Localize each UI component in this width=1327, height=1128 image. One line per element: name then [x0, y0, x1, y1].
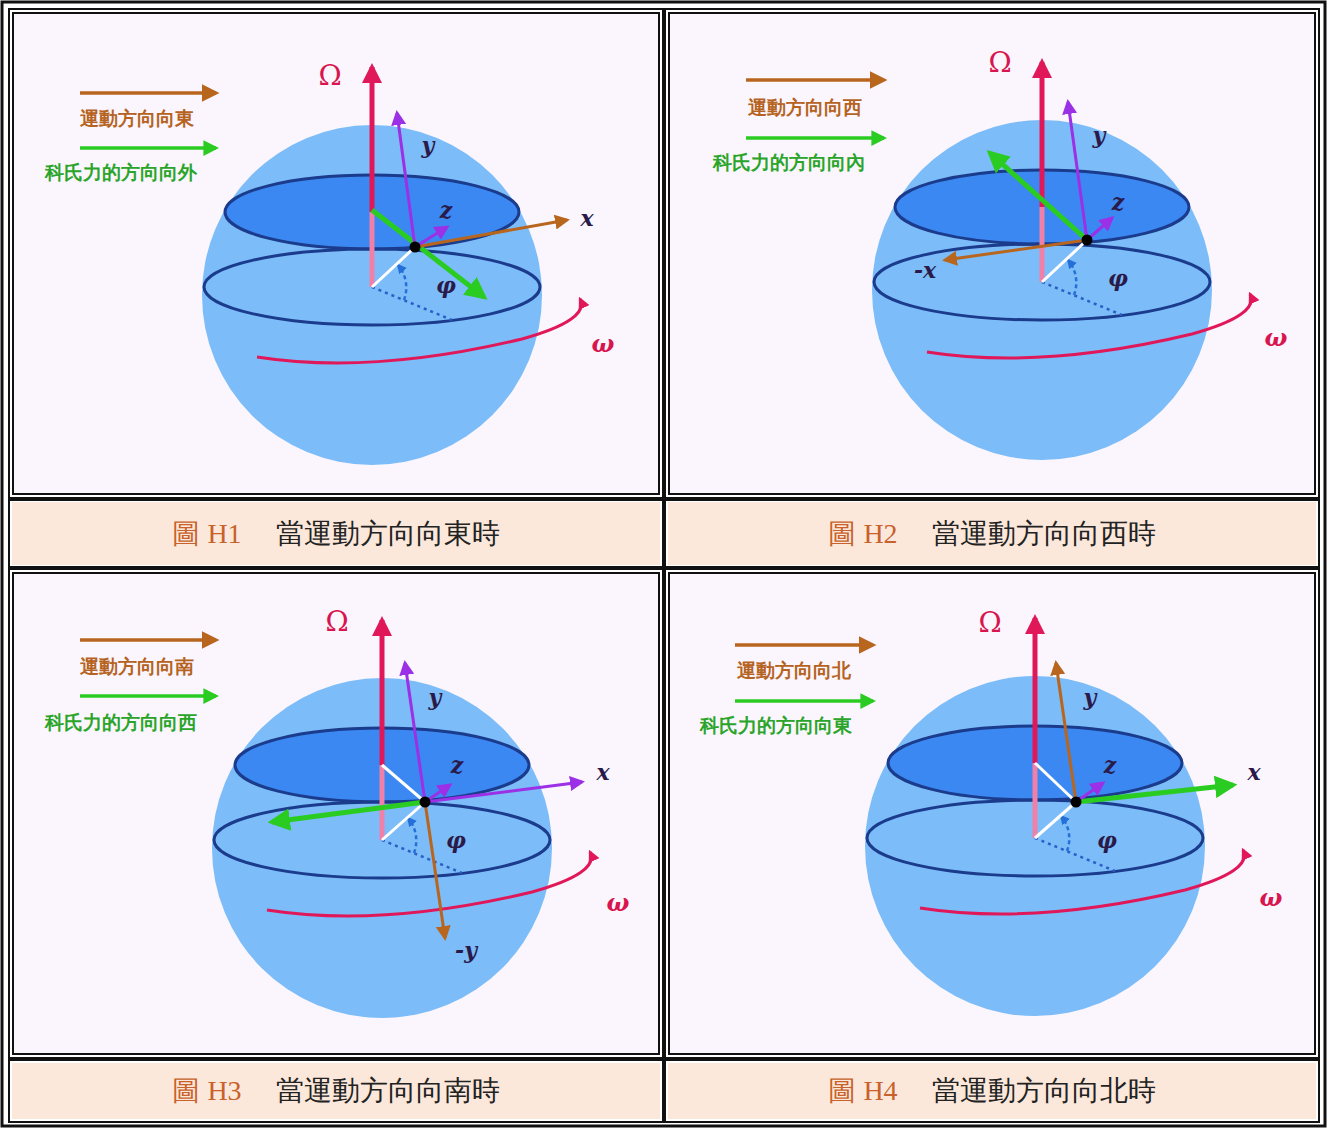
legend-text: 運動方向向東: [80, 106, 194, 132]
vector-label: -x: [914, 257, 936, 283]
figure-number: 圖 H1: [172, 515, 241, 553]
caption-band: 圖 H1 當運動方向向東時: [12, 502, 660, 565]
rotation-label: ω: [592, 329, 615, 358]
vector-label: z: [451, 752, 464, 778]
vector-label: φ: [1097, 827, 1117, 853]
caption-band: 圖 H3 當運動方向向南時: [12, 1063, 660, 1119]
vector-label: y: [429, 684, 442, 710]
caption-text: 當運動方向向西時: [932, 515, 1156, 553]
legend-text: 科氏力的方向向內: [713, 150, 865, 176]
vector-label: φ: [436, 272, 456, 298]
vector-label: -y: [455, 937, 477, 963]
vector-label: x: [596, 759, 609, 785]
vector-label: y: [1084, 684, 1097, 710]
rotation-label: ω: [1265, 323, 1288, 352]
legend-text: 運動方向向南: [80, 654, 194, 680]
vector-label: y: [422, 132, 435, 158]
caption-band: 圖 H4 當運動方向向北時: [668, 1063, 1316, 1119]
axis-label: Ω: [978, 606, 1001, 639]
figure-number: 圖 H2: [828, 515, 897, 553]
caption-text: 當運動方向向東時: [276, 515, 500, 553]
legend-text: 運動方向向北: [737, 658, 851, 684]
vector-label: φ: [1108, 265, 1128, 291]
axis-label: Ω: [325, 605, 348, 638]
vector-label: x: [580, 205, 593, 231]
vector-label: x: [1247, 759, 1260, 785]
legend-text: 科氏力的方向向東: [700, 713, 852, 739]
vector-label: z: [1104, 752, 1117, 778]
caption-band: 圖 H2 當運動方向向西時: [668, 502, 1316, 565]
rotation-label: ω: [607, 888, 630, 917]
vector-label: z: [1112, 189, 1125, 215]
legend-text: 運動方向向西: [748, 95, 862, 121]
figure-number: 圖 H4: [828, 1072, 897, 1110]
caption-text: 當運動方向向南時: [276, 1072, 500, 1110]
legend-text: 科氏力的方向向外: [45, 160, 197, 186]
axis-label: Ω: [318, 59, 341, 92]
vector-label: φ: [446, 827, 466, 853]
legend-text: 科氏力的方向向西: [45, 710, 197, 736]
vector-label: z: [440, 197, 453, 223]
caption-text: 當運動方向向北時: [932, 1072, 1156, 1110]
vector-label: y: [1093, 122, 1106, 148]
figure-number: 圖 H3: [172, 1072, 241, 1110]
axis-label: Ω: [988, 46, 1011, 79]
rotation-label: ω: [1260, 883, 1283, 912]
